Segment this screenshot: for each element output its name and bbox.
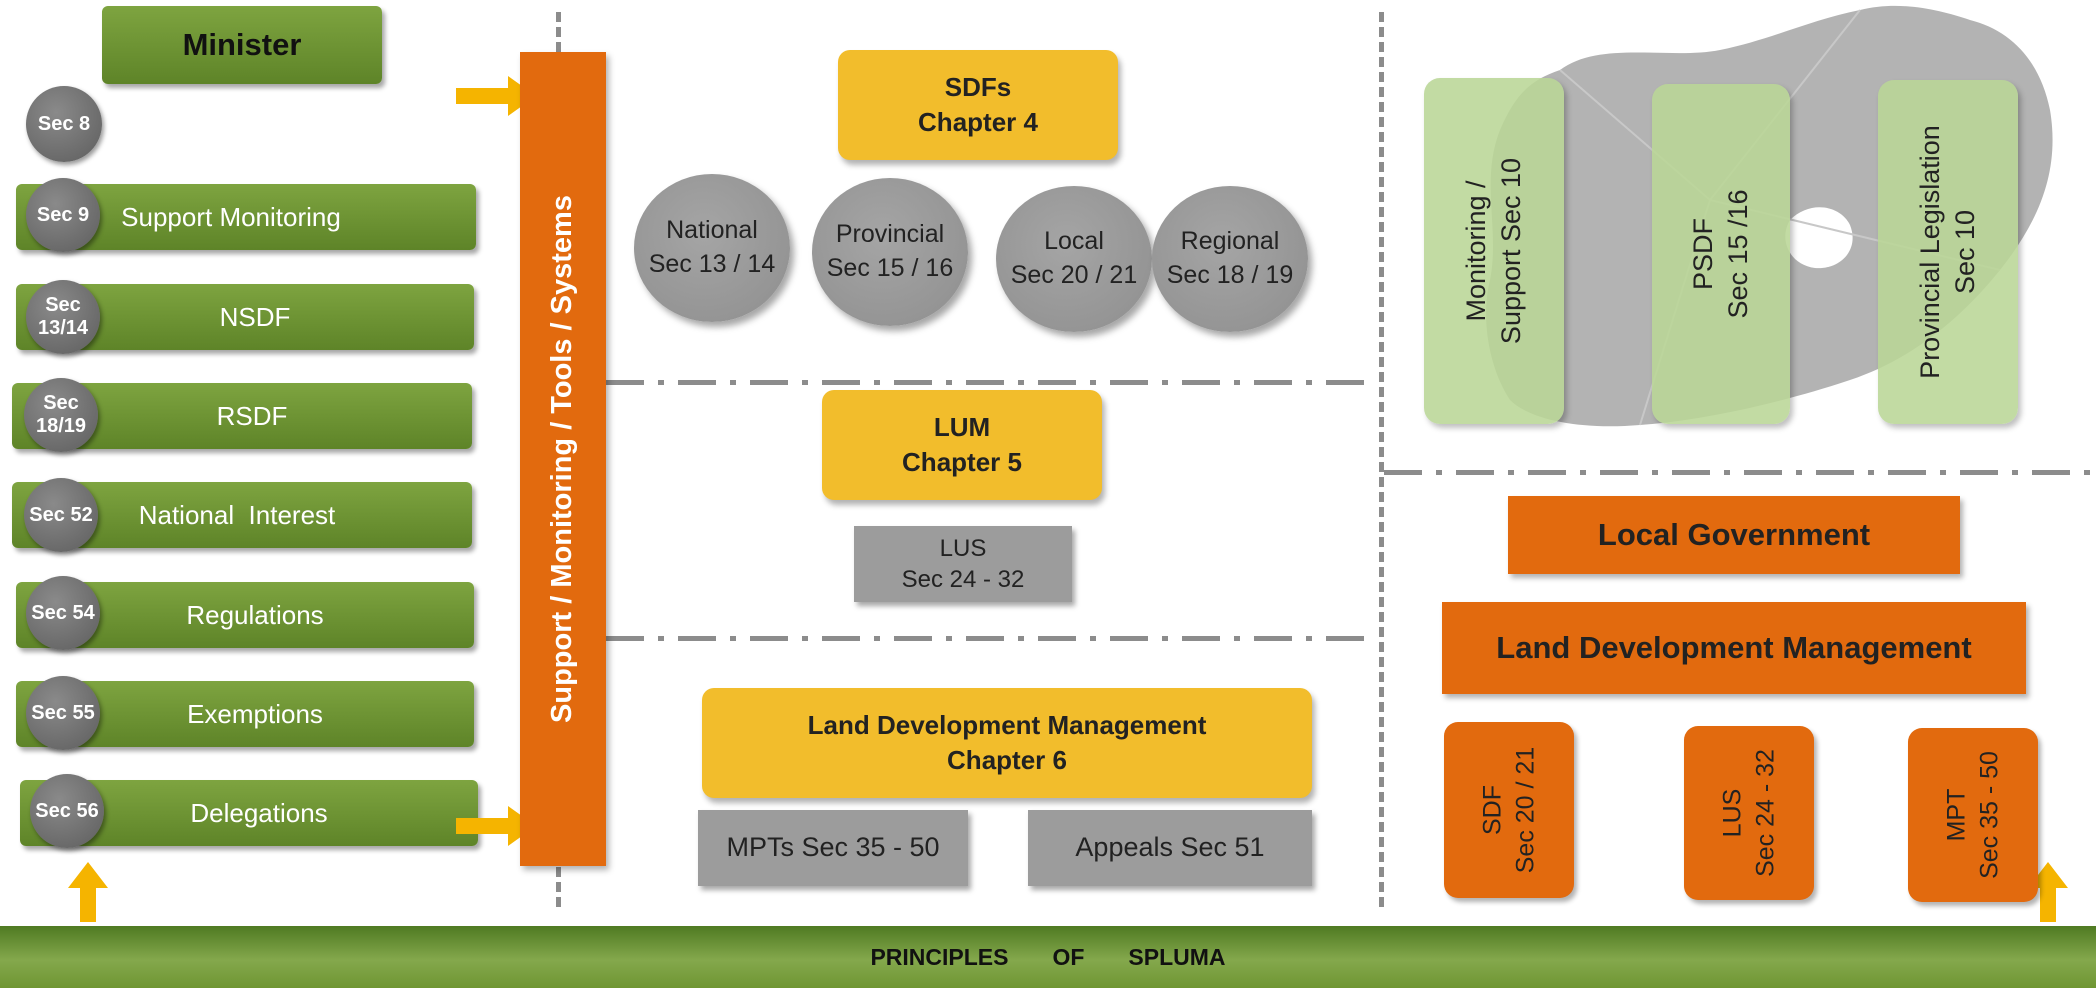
pill-title: SDF (1478, 785, 1507, 836)
province-legislation-box: Provincial Legislation Sec 10 (1878, 80, 2018, 424)
lus-box: LUS Sec 24 - 32 (854, 526, 1072, 602)
province-line1: PSDF (1687, 218, 1718, 291)
appeals-label: Appeals Sec 51 (1075, 832, 1265, 863)
support-monitoring-bar: Support / Monitoring / Tools / Systems (520, 52, 606, 866)
arrow-right-icon (456, 806, 536, 846)
row-label: Delegations (190, 797, 328, 828)
sec-badge: Sec 54 (26, 576, 100, 650)
arrow-up-icon (2028, 862, 2068, 922)
circle-sec: Sec 13 / 14 (648, 250, 776, 278)
sec-badge: Sec 9 (26, 178, 100, 252)
minister-box: Minister (102, 6, 382, 84)
lum-chapter: Chapter 5 (902, 447, 1022, 477)
pill-title: LUS (1718, 788, 1747, 838)
ldm-chapter6-box: Land Development Management Chapter 6 (702, 688, 1312, 798)
province-psdf-box: PSDF Sec 15 /16 (1652, 84, 1790, 424)
divider-mid-1 (606, 380, 1378, 385)
regional-circle: Regional Sec 18 / 19 (1152, 186, 1308, 332)
sec-label: Sec 54 (31, 601, 95, 624)
sec-badge: Sec 18/19 (24, 378, 98, 452)
support-monitoring-label: Support / Monitoring / Tools / Systems (546, 195, 579, 723)
row-label: Support Monitoring (121, 201, 341, 232)
circle-sec: Sec 20 / 21 (1010, 261, 1138, 289)
arrow-up-icon (68, 862, 108, 922)
divider-mid-2 (606, 636, 1378, 641)
row-label: Regulations (186, 599, 324, 630)
sec-label: Sec 56 (35, 799, 99, 822)
sec-badge: Sec 13/14 (26, 280, 100, 354)
lus-title: LUS (939, 534, 987, 562)
land-development-management-label: Land Development Management (1496, 630, 1972, 665)
sdfs-box: SDFs Chapter 4 (838, 50, 1118, 160)
footer-word-spluma: SPLUMA (1128, 943, 1226, 970)
lum-box: LUM Chapter 5 (822, 390, 1102, 500)
footer-word-of: OF (1052, 943, 1085, 970)
sec-badge: Sec 55 (26, 676, 100, 750)
lus-sec: Sec 24 - 32 (901, 566, 1025, 593)
province-monitoring-box: Monitoring / Support Sec 10 (1424, 78, 1564, 424)
row-label: RSDF (216, 400, 288, 431)
sec-label: Sec 13/14 (37, 294, 89, 339)
circle-sec: Sec 18 / 19 (1166, 261, 1294, 289)
local-government-box: Local Government (1508, 496, 1960, 574)
footer-word-principles: PRINCIPLES (870, 943, 1009, 970)
sec-label: Sec 9 (36, 203, 90, 226)
sec8-badge: Sec 8 (26, 86, 102, 162)
land-development-management-box: Land Development Management (1442, 602, 2026, 694)
row-label: National Interest (138, 499, 336, 530)
mpts-box: MPTs Sec 35 - 50 (698, 810, 968, 886)
province-line2: Support Sec 10 (1496, 157, 1526, 345)
local-sdf-pill: SDF Sec 20 / 21 (1444, 722, 1574, 898)
province-line2: Sec 15 /16 (1723, 189, 1753, 319)
pill-sec: Sec 24 - 32 (1751, 749, 1779, 877)
local-lus-pill: LUS Sec 24 - 32 (1684, 726, 1814, 900)
province-line1: Monitoring / (1460, 180, 1491, 322)
province-line1: Provincial Legislation (1914, 125, 1945, 379)
sec8-label: Sec 8 (37, 112, 91, 135)
sdfs-chapter: Chapter 4 (918, 107, 1038, 137)
sec-label: Sec 18/19 (35, 392, 87, 437)
circle-title: National (666, 216, 758, 245)
row-label: NSDF (219, 301, 291, 332)
arrow-right-icon (456, 76, 536, 116)
local-mpt-pill: MPT Sec 35 - 50 (1908, 728, 2038, 902)
pill-sec: Sec 20 / 21 (1511, 746, 1539, 874)
divider-right (1379, 12, 1384, 907)
divider-right-h (1384, 470, 2090, 475)
pill-sec: Sec 35 - 50 (1975, 751, 2003, 879)
pill-title: MPT (1942, 788, 1971, 842)
sec-label: Sec 52 (29, 503, 93, 526)
ldm-title: Land Development Management (807, 709, 1207, 740)
circle-title: Regional (1180, 227, 1280, 256)
local-circle: Local Sec 20 / 21 (996, 186, 1152, 332)
row-label: Exemptions (187, 698, 323, 729)
mpts-label: MPTs Sec 35 - 50 (726, 832, 940, 863)
local-government-label: Local Government (1597, 517, 1871, 552)
national-circle: National Sec 13 / 14 (634, 174, 790, 322)
province-line2: Sec 10 (1950, 209, 1980, 295)
provincial-circle: Provincial Sec 15 / 16 (812, 178, 968, 326)
minister-label: Minister (182, 27, 302, 62)
principles-footer: PRINCIPLES OF SPLUMA (0, 926, 2096, 988)
ldm-chapter: Chapter 6 (947, 745, 1067, 775)
circle-title: Local (1044, 227, 1104, 256)
sdfs-title: SDFs (944, 71, 1012, 102)
circle-sec: Sec 15 / 16 (826, 254, 954, 282)
circle-title: Provincial (835, 220, 945, 249)
sec-badge: Sec 52 (24, 478, 98, 552)
lum-title: LUM (933, 411, 991, 442)
appeals-box: Appeals Sec 51 (1028, 810, 1312, 886)
sec-label: Sec 55 (31, 701, 95, 724)
sec-badge: Sec 56 (30, 774, 104, 848)
